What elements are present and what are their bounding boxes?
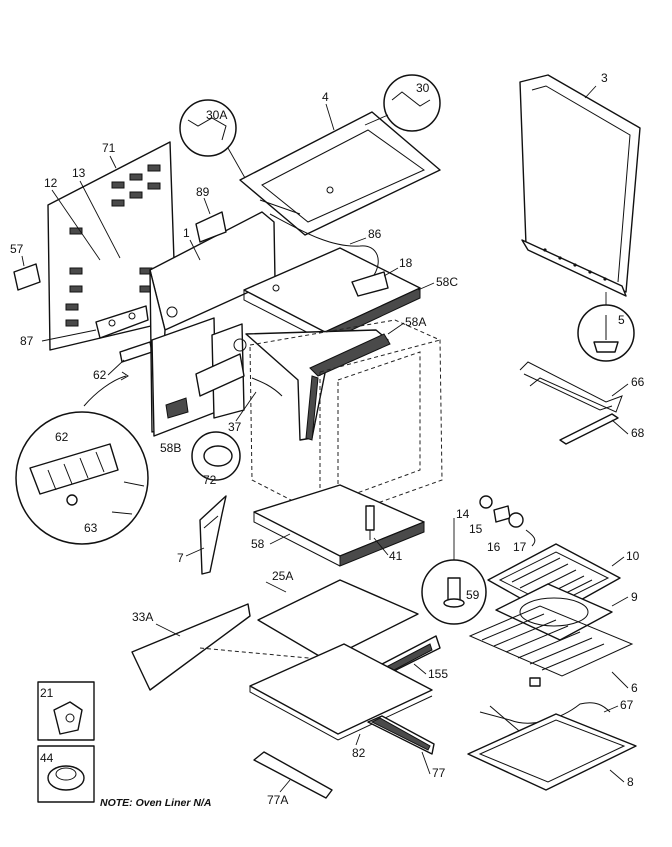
label-67: 67 <box>620 698 634 712</box>
door-hinge-7 <box>199 495 227 575</box>
insulation-bottom-58 <box>253 484 425 567</box>
label-59: 59 <box>466 588 480 602</box>
label-71: 71 <box>102 141 116 155</box>
label-41: 41 <box>389 549 403 563</box>
label-37: 37 <box>228 420 242 434</box>
label-14: 14 <box>456 507 470 521</box>
ignitor-41 <box>365 505 375 540</box>
label-58: 58 <box>251 537 265 551</box>
label-89: 89 <box>196 185 210 199</box>
label-66: 66 <box>631 375 645 389</box>
label-5: 5 <box>618 313 625 327</box>
label-6: 6 <box>631 681 638 695</box>
label-30: 30 <box>416 81 430 95</box>
note-oven-liner: NOTE: Oven Liner N/A <box>100 797 211 809</box>
label-44: 44 <box>40 751 54 765</box>
part-labels: 3 4 30 30A 71 12 13 89 1 86 18 58C 57 87… <box>10 71 645 809</box>
label-63: 63 <box>84 521 98 535</box>
label-4: 4 <box>322 90 329 104</box>
wire-harness-86 <box>269 213 379 279</box>
label-68: 68 <box>631 426 645 440</box>
oven-bottom-8 <box>467 713 637 791</box>
label-9: 9 <box>631 590 638 604</box>
terminal-block-62 <box>119 341 153 363</box>
label-18: 18 <box>399 256 413 270</box>
label-3: 3 <box>601 71 608 85</box>
label-12: 12 <box>44 176 58 190</box>
bracket-30a-callout <box>179 99 246 179</box>
label-33a: 33A <box>132 610 153 624</box>
sensor-bracket-18 <box>351 271 389 297</box>
drawer-rail-77 <box>367 715 435 755</box>
leveling-leg-callout <box>577 292 635 362</box>
label-58a: 58A <box>405 315 426 329</box>
label-58b: 58B <box>160 441 181 455</box>
oven-liner-outline <box>249 319 443 521</box>
insulation-bracket-58b <box>195 353 245 397</box>
label-82: 82 <box>352 746 366 760</box>
knob-21-box <box>37 681 95 741</box>
terminal-block-detail-callout <box>15 371 149 545</box>
label-13: 13 <box>72 166 86 180</box>
label-155: 155 <box>428 667 448 681</box>
label-87: 87 <box>20 334 34 348</box>
label-86: 86 <box>368 227 382 241</box>
leader-lines <box>21 85 629 793</box>
label-21: 21 <box>40 686 54 700</box>
label-15: 15 <box>469 522 483 536</box>
label-72: 72 <box>203 473 217 487</box>
label-58c: 58C <box>436 275 458 289</box>
kick-panel-33a <box>131 603 331 691</box>
knob-72 <box>191 431 241 481</box>
burner-orifice-59-callout <box>421 518 487 625</box>
bracket-87 <box>95 305 149 339</box>
rear-panel-part <box>47 141 177 351</box>
top-panel-part <box>239 111 441 236</box>
bracket-89 <box>195 211 227 243</box>
label-17: 17 <box>513 540 527 554</box>
knob-44-box <box>37 745 95 803</box>
side-panel-part <box>519 74 641 297</box>
label-77a: 77A <box>267 793 288 807</box>
bottom-panel-25a <box>257 579 419 661</box>
bracket-30-callout <box>364 74 441 132</box>
label-16: 16 <box>487 540 501 554</box>
label-7: 7 <box>177 551 184 565</box>
oven-rack-6 <box>468 605 634 687</box>
label-77: 77 <box>432 766 446 780</box>
broil-element-part <box>519 361 623 445</box>
label-30a: 30A <box>206 108 227 122</box>
label-1: 1 <box>183 226 190 240</box>
label-57: 57 <box>10 242 24 256</box>
drawer-rail-77a <box>253 751 333 799</box>
body-frame-part <box>149 211 276 437</box>
label-62a: 62 <box>93 368 107 382</box>
label-8: 8 <box>627 775 634 789</box>
terminal-block-part-57 <box>13 263 41 291</box>
label-25a: 25A <box>272 569 293 583</box>
label-10: 10 <box>626 549 640 563</box>
valve-parts-14-17 <box>479 495 536 547</box>
label-62b: 62 <box>55 430 69 444</box>
insulation-wrap-58a <box>245 329 391 441</box>
probe-37 <box>251 377 283 397</box>
